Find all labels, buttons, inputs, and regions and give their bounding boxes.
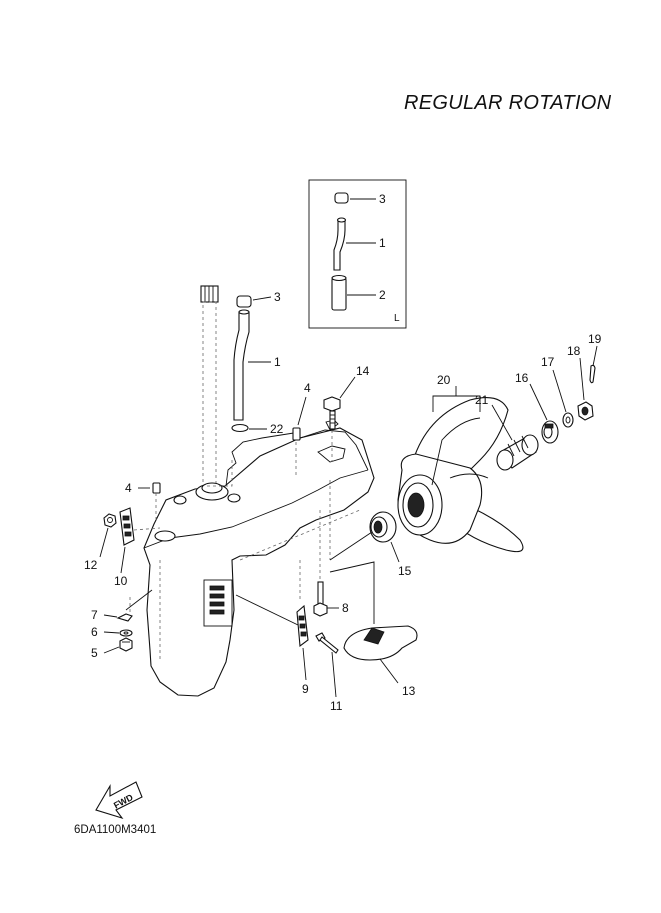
- callout-inset-2: 2: [379, 288, 386, 302]
- clip-10: [119, 507, 161, 574]
- callout-6: 6: [91, 625, 98, 639]
- callout-17: 17: [541, 355, 555, 369]
- diagram-title: REGULAR ROTATION: [404, 92, 612, 114]
- cotter-pin-19: [589, 345, 598, 384]
- washer-17: [552, 369, 574, 428]
- callout-inset-1: 1: [379, 236, 386, 250]
- callout-22: 22: [270, 422, 284, 436]
- spacer-21: [491, 404, 539, 471]
- propeller-20: [397, 386, 524, 553]
- spacer-15: [329, 511, 400, 563]
- callout-8: 8: [342, 601, 349, 615]
- callout-19: 19: [588, 332, 602, 346]
- bolt-8: [313, 510, 339, 617]
- dowel-pin-left: [138, 482, 161, 520]
- inset-water-tube: [333, 219, 346, 271]
- inset-variant-label: L: [394, 313, 400, 324]
- inset-sleeve: [331, 277, 347, 311]
- bolt-14: [323, 376, 356, 462]
- callout-14: 14: [356, 364, 370, 378]
- callout-18: 18: [567, 344, 581, 358]
- water-tube: [233, 311, 250, 421]
- bolt-11: [315, 632, 339, 698]
- trim-tab-13: [329, 561, 418, 684]
- fwd-arrow-icon: FWD: [95, 781, 143, 820]
- callout-1: 1: [274, 355, 281, 369]
- bolt-5: [103, 637, 133, 654]
- nut-18: [577, 357, 594, 421]
- drive-shaft: [200, 285, 219, 488]
- washer-22: [231, 423, 249, 433]
- washer-6: [103, 629, 133, 637]
- callout-10: 10: [114, 574, 128, 588]
- anode-9: [235, 594, 309, 681]
- callout-5: 5: [91, 646, 98, 660]
- callout-20: 20: [437, 373, 451, 387]
- callout-inset-3: 3: [379, 192, 386, 206]
- callout-21: 21: [475, 393, 489, 407]
- dowel-pin-top: [292, 396, 307, 478]
- diagram-code: 6DA1100M3401: [74, 824, 157, 836]
- callout-16: 16: [515, 371, 529, 385]
- nut-12: [99, 513, 117, 558]
- water-tube-assembly: [231, 295, 272, 433]
- callout-12: 12: [84, 558, 98, 572]
- callout-13: 13: [402, 684, 416, 698]
- inset-variant-box: L 3 1 2: [308, 179, 407, 329]
- callout-4: 4: [304, 381, 311, 395]
- water-intake-grille: [203, 579, 233, 627]
- callout-15: 15: [398, 564, 412, 578]
- callout-11: 11: [330, 699, 343, 713]
- washer-7: [103, 595, 133, 622]
- callout-3: 3: [274, 290, 281, 304]
- callout-4-left: 4: [125, 481, 132, 495]
- inset-grommet: [334, 192, 349, 204]
- washer-16: [529, 383, 559, 444]
- grommet: [236, 295, 252, 308]
- callout-7: 7: [91, 608, 98, 622]
- callout-9: 9: [302, 682, 309, 696]
- lower-casing: [143, 419, 375, 697]
